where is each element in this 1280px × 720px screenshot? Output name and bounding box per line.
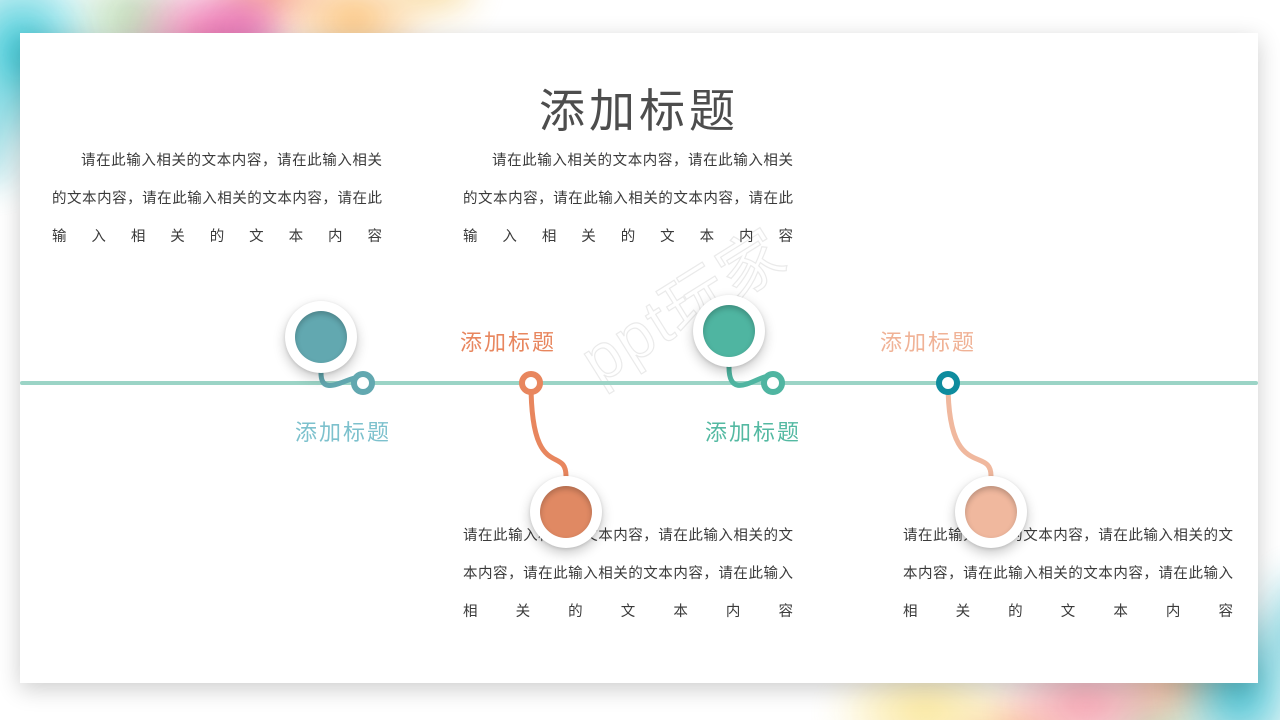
node-4-axis-ring[interactable] bbox=[936, 371, 960, 395]
node-3-axis-ring[interactable] bbox=[761, 371, 785, 395]
node-1-paragraph: 请在此输入相关的文本内容，请在此输入相关的文本内容，请在此输入相关的文本内容，请… bbox=[52, 153, 382, 245]
node-1-axis-ring[interactable] bbox=[351, 371, 375, 395]
node-4-bubble-fill bbox=[965, 486, 1017, 538]
slide-card: ppt玩家 添加标题 请在此输入相关的文本内容，请在此输入相关的文本内容，请在此… bbox=[20, 33, 1258, 683]
node-2-axis-ring[interactable] bbox=[519, 371, 543, 395]
node-2-bubble[interactable] bbox=[530, 476, 602, 548]
node-2-label: 添加标题 bbox=[460, 330, 557, 355]
node-2-bubble-fill bbox=[540, 486, 592, 538]
node-3-paragraph: 请在此输入相关的文本内容，请在此输入相关的文本内容，请在此输入相关的文本内容，请… bbox=[463, 153, 793, 245]
timeline-axis bbox=[20, 381, 1258, 385]
node-1-bubble-fill bbox=[295, 311, 347, 363]
node-3-bubble-fill bbox=[703, 305, 755, 357]
node-1-label: 添加标题 bbox=[295, 420, 392, 445]
node-4-paragraph: 请在此输入相关的文本内容，请在此输入相关的文本内容，请在此输入相关的文本内容，请… bbox=[903, 528, 1233, 620]
node-1-bubble[interactable] bbox=[285, 301, 357, 373]
node-4-bubble[interactable] bbox=[955, 476, 1027, 548]
connector-node-2 bbox=[528, 380, 569, 479]
node-3-bubble[interactable] bbox=[693, 295, 765, 367]
node-3-label: 添加标题 bbox=[705, 420, 802, 445]
connector-node-4 bbox=[945, 380, 994, 479]
node-2-paragraph: 请在此输入相关的文本内容，请在此输入相关的文本内容，请在此输入相关的文本内容，请… bbox=[463, 528, 793, 620]
node-4-label: 添加标题 bbox=[880, 330, 977, 355]
page-title: 添加标题 bbox=[539, 86, 739, 137]
